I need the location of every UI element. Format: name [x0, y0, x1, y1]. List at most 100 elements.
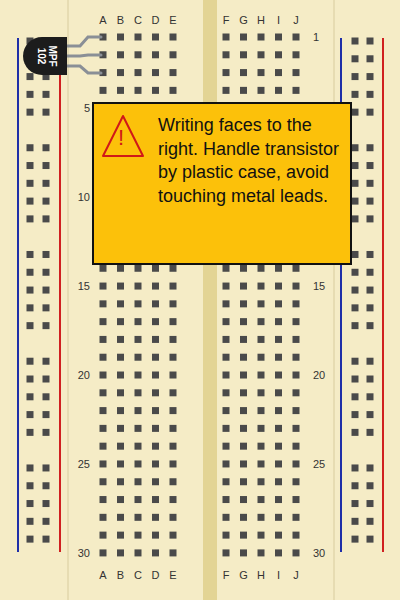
hole [223, 87, 230, 94]
hole [275, 514, 282, 521]
hole [170, 514, 177, 521]
hole [223, 372, 230, 379]
hole [170, 300, 177, 307]
hole [27, 215, 34, 222]
hole [275, 549, 282, 556]
hole [352, 358, 359, 365]
hole [367, 55, 374, 62]
hole [223, 478, 230, 485]
hole [240, 443, 247, 450]
hole [258, 51, 265, 58]
hole [27, 251, 34, 258]
hole [352, 536, 359, 543]
hole [367, 429, 374, 436]
hole [293, 389, 300, 396]
hole [223, 300, 230, 307]
hole [275, 478, 282, 485]
hole [100, 496, 107, 503]
hole [135, 336, 142, 343]
hole [223, 354, 230, 361]
column-letter: B [117, 14, 124, 26]
hole [135, 407, 142, 414]
hole [275, 372, 282, 379]
rail-line-red [382, 38, 384, 552]
warning-text: Writing faces to the right. Handle trans… [158, 114, 346, 208]
rail-divider [68, 0, 69, 600]
hole [258, 549, 265, 556]
column-letter: G [239, 14, 248, 26]
hole [100, 549, 107, 556]
hole [117, 478, 124, 485]
hole [117, 34, 124, 41]
hole [258, 496, 265, 503]
hole [170, 354, 177, 361]
hole [293, 514, 300, 521]
hole [258, 425, 265, 432]
hole [43, 144, 50, 151]
row-number: 10 [78, 191, 90, 203]
hole [117, 283, 124, 290]
center-channel [203, 0, 217, 600]
hole [352, 144, 359, 151]
hole [43, 518, 50, 525]
hole [240, 496, 247, 503]
hole [352, 55, 359, 62]
hole [135, 425, 142, 432]
hole [275, 389, 282, 396]
hole [293, 51, 300, 58]
hole [293, 460, 300, 467]
rail-divider [334, 0, 335, 600]
hole [258, 443, 265, 450]
hole [117, 87, 124, 94]
hole [43, 358, 50, 365]
hole [367, 109, 374, 116]
column-letter: H [257, 569, 265, 581]
transistor-leads [66, 37, 101, 73]
hole [293, 372, 300, 379]
hole [275, 87, 282, 94]
hole [152, 514, 159, 521]
hole [293, 549, 300, 556]
hole [27, 393, 34, 400]
part-marking: MPF 102 [36, 43, 58, 69]
hole [43, 429, 50, 436]
hole [43, 376, 50, 383]
hole [27, 376, 34, 383]
hole [352, 500, 359, 507]
hole [100, 336, 107, 343]
hole [223, 407, 230, 414]
hole [100, 354, 107, 361]
hole [43, 500, 50, 507]
hole [293, 532, 300, 539]
hole [152, 496, 159, 503]
hole [240, 283, 247, 290]
hole [293, 69, 300, 76]
hole [152, 51, 159, 58]
hole [352, 287, 359, 294]
hole [352, 198, 359, 205]
hole [352, 251, 359, 258]
hole [117, 425, 124, 432]
hole [223, 496, 230, 503]
hole-grid [27, 34, 374, 557]
hole [27, 198, 34, 205]
hole [135, 549, 142, 556]
hole [135, 51, 142, 58]
hole [135, 69, 142, 76]
hole [367, 269, 374, 276]
column-letter: J [293, 569, 299, 581]
hole [352, 464, 359, 471]
column-letter: B [117, 569, 124, 581]
row-number: 30 [313, 547, 325, 559]
hole [100, 372, 107, 379]
hole [240, 69, 247, 76]
hole [275, 460, 282, 467]
rail-line-red [59, 38, 61, 552]
hole [293, 34, 300, 41]
hole [258, 372, 265, 379]
column-letter: I [277, 569, 280, 581]
hole [367, 162, 374, 169]
hole [100, 283, 107, 290]
hole [258, 514, 265, 521]
row-number: 20 [313, 369, 325, 381]
